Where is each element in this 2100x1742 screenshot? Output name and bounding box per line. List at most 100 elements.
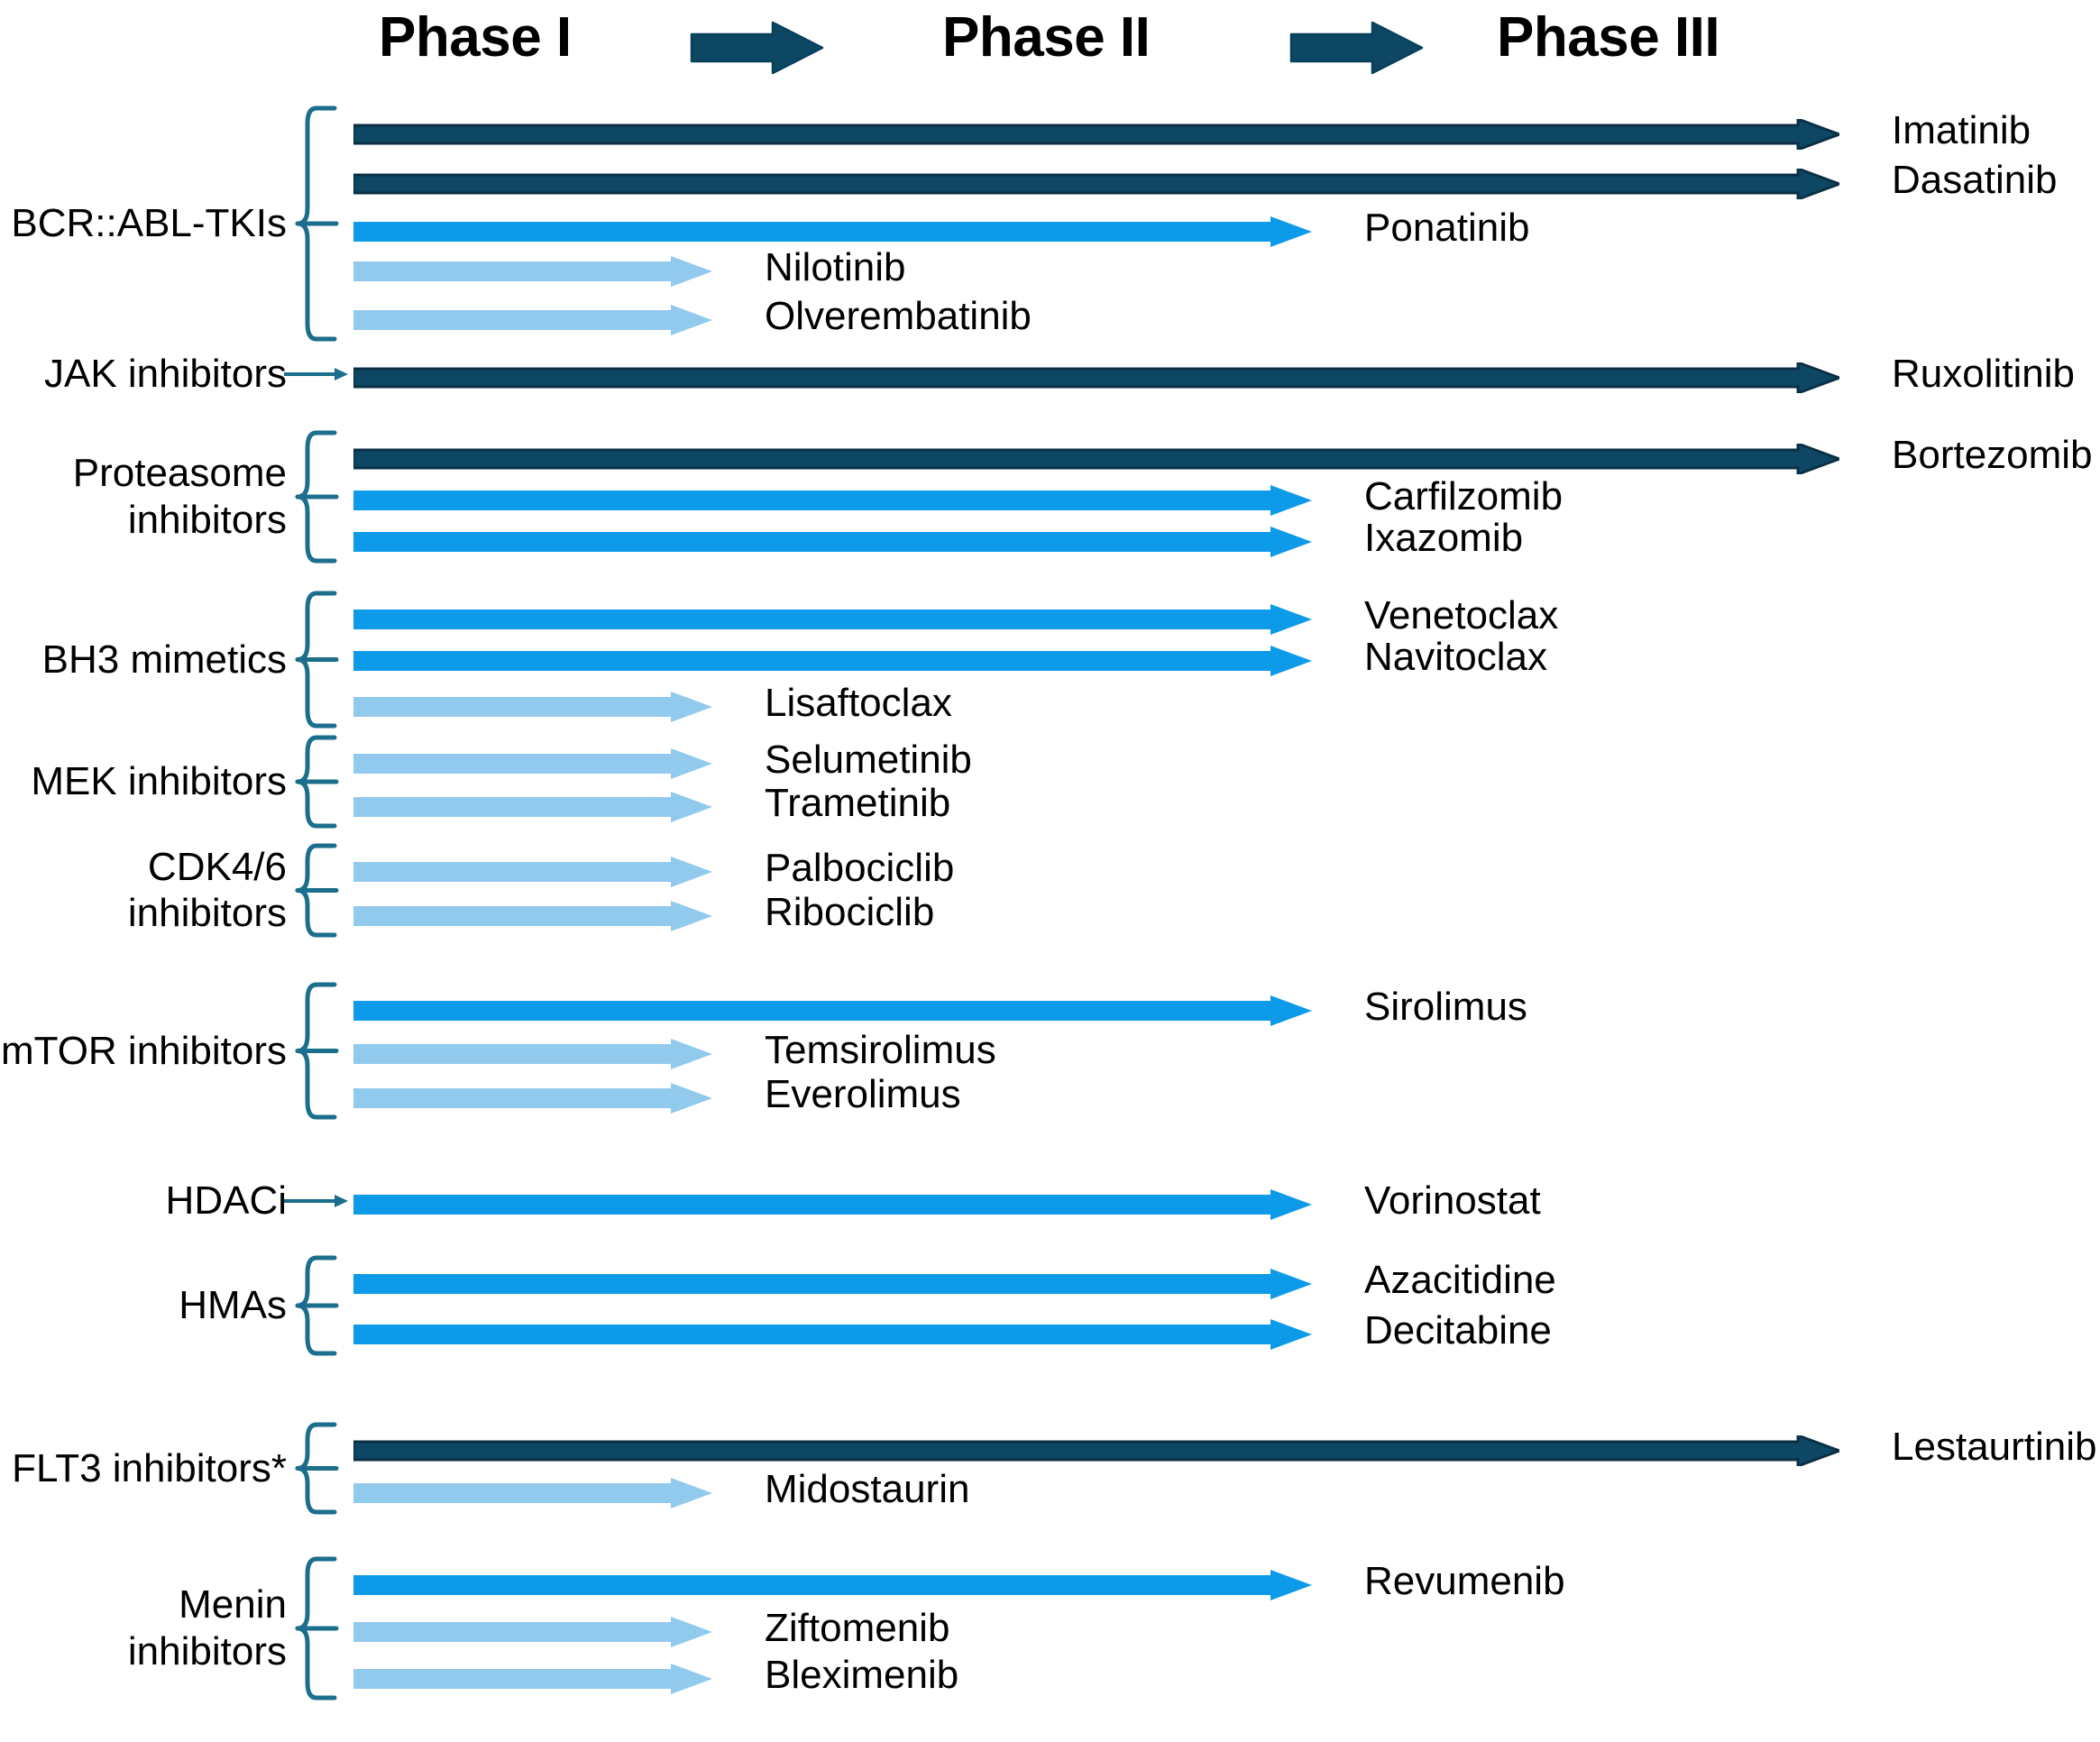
bar-olverembatinib [353,305,712,335]
group-label-line: inhibitors [127,1629,287,1673]
drug-row-ixazomib: Ixazomib [0,516,2100,561]
drug-row-ribociclib: Ribociclib [0,890,2100,935]
drug-label-bleximenib: Bleximenib [765,1653,959,1697]
drug-label-lisaftoclax: Lisaftoclax [765,681,952,725]
drug-row-ruxolitinib: Ruxolitinib [0,352,2100,397]
group-arrow-hdaci [283,1191,348,1211]
group-label-flt3-inhibitors: FLT3 inhibitors* [12,1445,287,1492]
bar-sirolimus [353,995,1312,1026]
bar-selumetinib [353,748,712,779]
bar-temsirolimus [353,1039,712,1069]
bar-ribociclib [353,901,712,931]
drug-row-lestaurtinib: Lestaurtinib [0,1425,2100,1470]
bar-lisaftoclax [353,692,712,722]
bar-azacitidine [353,1269,1312,1299]
drug-label-ixazomib: Ixazomib [1364,516,1524,560]
group-label-mek-inhibitors: MEK inhibitors [31,758,287,805]
group-label-line: BH3 mimetics [41,637,287,682]
bar-nilotinib [353,256,712,287]
drug-label-decitabine: Decitabine [1364,1308,1552,1352]
drug-row-nilotinib: Nilotinib [0,245,2100,290]
group-brace-hmas [293,1255,340,1356]
drug-row-imatinib: Imatinib [0,108,2100,153]
group-label-bcr-abl-tkis: BCR::ABL-TKIs [11,200,287,247]
drug-row-bortezomib: Bortezomib [0,433,2100,478]
phase-header: Phase I Phase II Phase III [0,0,2100,99]
group-label-line: inhibitors [127,498,287,542]
drug-row-vorinostat: Vorinostat [0,1178,2100,1224]
drug-label-everolimus: Everolimus [765,1072,961,1116]
group-label-bh3-mimetics: BH3 mimetics [42,637,287,683]
drug-row-sirolimus: Sirolimus [0,985,2100,1030]
drug-label-ruxolitinib: Ruxolitinib [1892,352,2075,396]
phase-label-1: Phase I [379,6,572,69]
phase-label-2: Phase II [942,6,1151,69]
phase-label-3: Phase III [1497,6,1720,69]
group-brace-proteasome-inhibitors [293,430,340,564]
drug-row-ziftomenib: Ziftomenib [0,1606,2100,1651]
drug-row-selumetinib: Selumetinib [0,738,2100,783]
group-brace-mek-inhibitors [293,735,340,829]
drug-label-olverembatinib: Olverembatinib [765,294,1032,338]
drug-row-dasatinib: Dasatinib [0,158,2100,203]
drug-label-midostaurin: Midostaurin [765,1467,970,1511]
group-label-line: HDACi [165,1178,287,1224]
bar-ziftomenib [353,1617,712,1647]
bar-vorinostat [353,1189,1312,1220]
drug-row-navitoclax: Navitoclax [0,635,2100,680]
drug-label-temsirolimus: Temsirolimus [765,1028,996,1072]
bar-dasatinib [353,169,1839,199]
drug-row-midostaurin: Midostaurin [0,1467,2100,1512]
group-label-mtor-inhibitors: mTOR inhibitors [1,1028,287,1075]
group-label-line: BCR::ABL-TKIs [11,201,287,246]
bar-decitabine [353,1319,1312,1350]
group-label-line: JAK inhibitors [43,352,287,397]
drug-label-selumetinib: Selumetinib [765,738,972,782]
drug-row-carfilzomib: Carfilzomib [0,474,2100,519]
bar-palbociclib [353,857,712,887]
drug-row-bleximenib: Bleximenib [0,1653,2100,1698]
bar-trametinib [353,792,712,822]
group-label-line: HMAs [179,1283,287,1328]
drug-label-revumenib: Revumenib [1364,1559,1565,1603]
group-brace-flt3-inhibitors [293,1422,340,1515]
drug-label-bortezomib: Bortezomib [1892,433,2093,477]
drug-label-dasatinib: Dasatinib [1892,158,2058,202]
bar-ixazomib [353,527,1312,557]
group-brace-bcr-abl-tkis [293,105,340,342]
drug-label-carfilzomib: Carfilzomib [1364,474,1564,518]
drug-row-revumenib: Revumenib [0,1559,2100,1604]
drug-label-ribociclib: Ribociclib [765,890,935,934]
drug-label-azacitidine: Azacitidine [1364,1258,1556,1302]
drug-label-venetoclax: Venetoclax [1364,593,1559,637]
group-brace-mtor-inhibitors [293,982,340,1120]
group-label-line: Menin [179,1582,287,1627]
drug-label-lestaurtinib: Lestaurtinib [1892,1425,2097,1469]
group-label-line: inhibitors [127,891,287,936]
bar-lestaurtinib [353,1435,1839,1466]
drug-row-temsirolimus: Temsirolimus [0,1028,2100,1073]
drug-row-lisaftoclax: Lisaftoclax [0,681,2100,726]
bar-bortezomib [353,444,1839,474]
group-label-hdaci: HDACi [166,1178,287,1224]
group-arrow-jak-inhibitors [283,364,348,384]
bar-ponatinib [353,216,1312,247]
drug-label-trametinib: Trametinib [765,781,951,825]
bar-imatinib [353,119,1839,150]
drug-label-nilotinib: Nilotinib [765,245,906,289]
drug-row-venetoclax: Venetoclax [0,593,2100,638]
bar-midostaurin [353,1478,712,1508]
bar-navitoclax [353,646,1312,676]
group-label-line: CDK4/6 [147,844,287,889]
group-brace-bh3-mimetics [293,591,340,729]
bar-ruxolitinib [353,362,1839,393]
group-label-hmas: HMAs [179,1282,287,1329]
phase-2-to-3-arrow [1289,20,1425,76]
drug-label-palbociclib: Palbociclib [765,846,955,890]
group-label-line: FLT3 inhibitors* [12,1445,287,1490]
group-brace-cdk4-6-inhibitors [293,843,340,938]
